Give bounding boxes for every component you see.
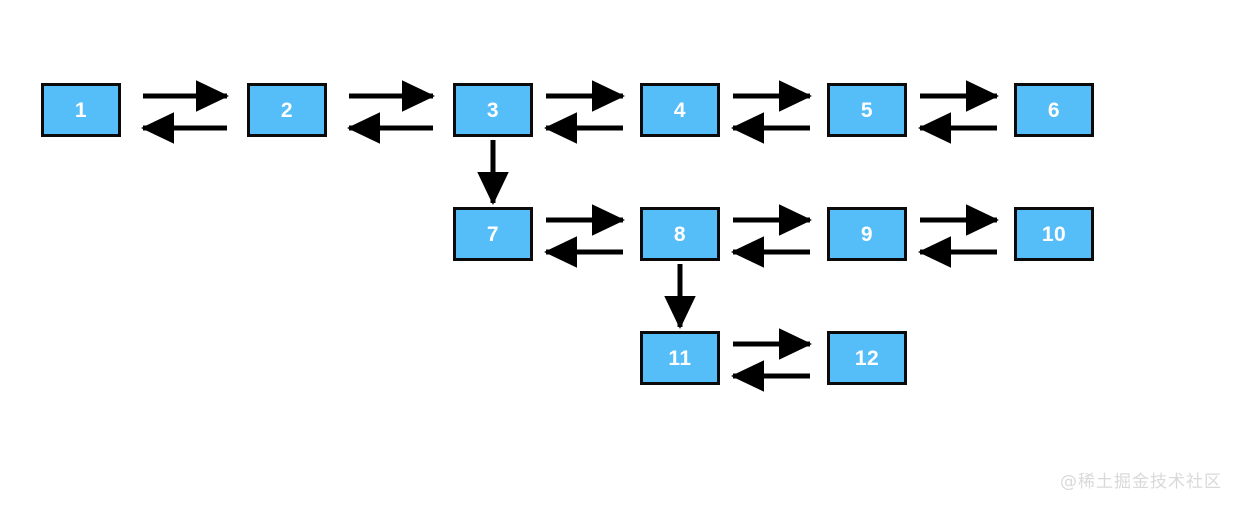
node-3[interactable]: 3 <box>453 83 533 137</box>
node-11[interactable]: 11 <box>640 331 720 385</box>
node-5[interactable]: 5 <box>827 83 907 137</box>
node-label: 2 <box>280 98 294 122</box>
node-label: 8 <box>673 222 687 246</box>
node-label: 1 <box>74 98 88 122</box>
node-6[interactable]: 6 <box>1014 83 1094 137</box>
node-label: 3 <box>486 98 500 122</box>
node-2[interactable]: 2 <box>247 83 327 137</box>
node-label: 10 <box>1041 222 1067 246</box>
node-label: 4 <box>673 98 687 122</box>
node-9[interactable]: 9 <box>827 207 907 261</box>
node-12[interactable]: 12 <box>827 331 907 385</box>
node-8[interactable]: 8 <box>640 207 720 261</box>
node-label: 9 <box>860 222 874 246</box>
node-1[interactable]: 1 <box>41 83 121 137</box>
node-label: 12 <box>854 346 880 370</box>
node-4[interactable]: 4 <box>640 83 720 137</box>
node-label: 6 <box>1047 98 1061 122</box>
node-label: 5 <box>860 98 874 122</box>
node-label: 11 <box>668 346 692 370</box>
watermark-text: @稀土掘金技术社区 <box>1060 472 1222 492</box>
node-7[interactable]: 7 <box>453 207 533 261</box>
node-label: 7 <box>486 222 500 246</box>
node-10[interactable]: 10 <box>1014 207 1094 261</box>
